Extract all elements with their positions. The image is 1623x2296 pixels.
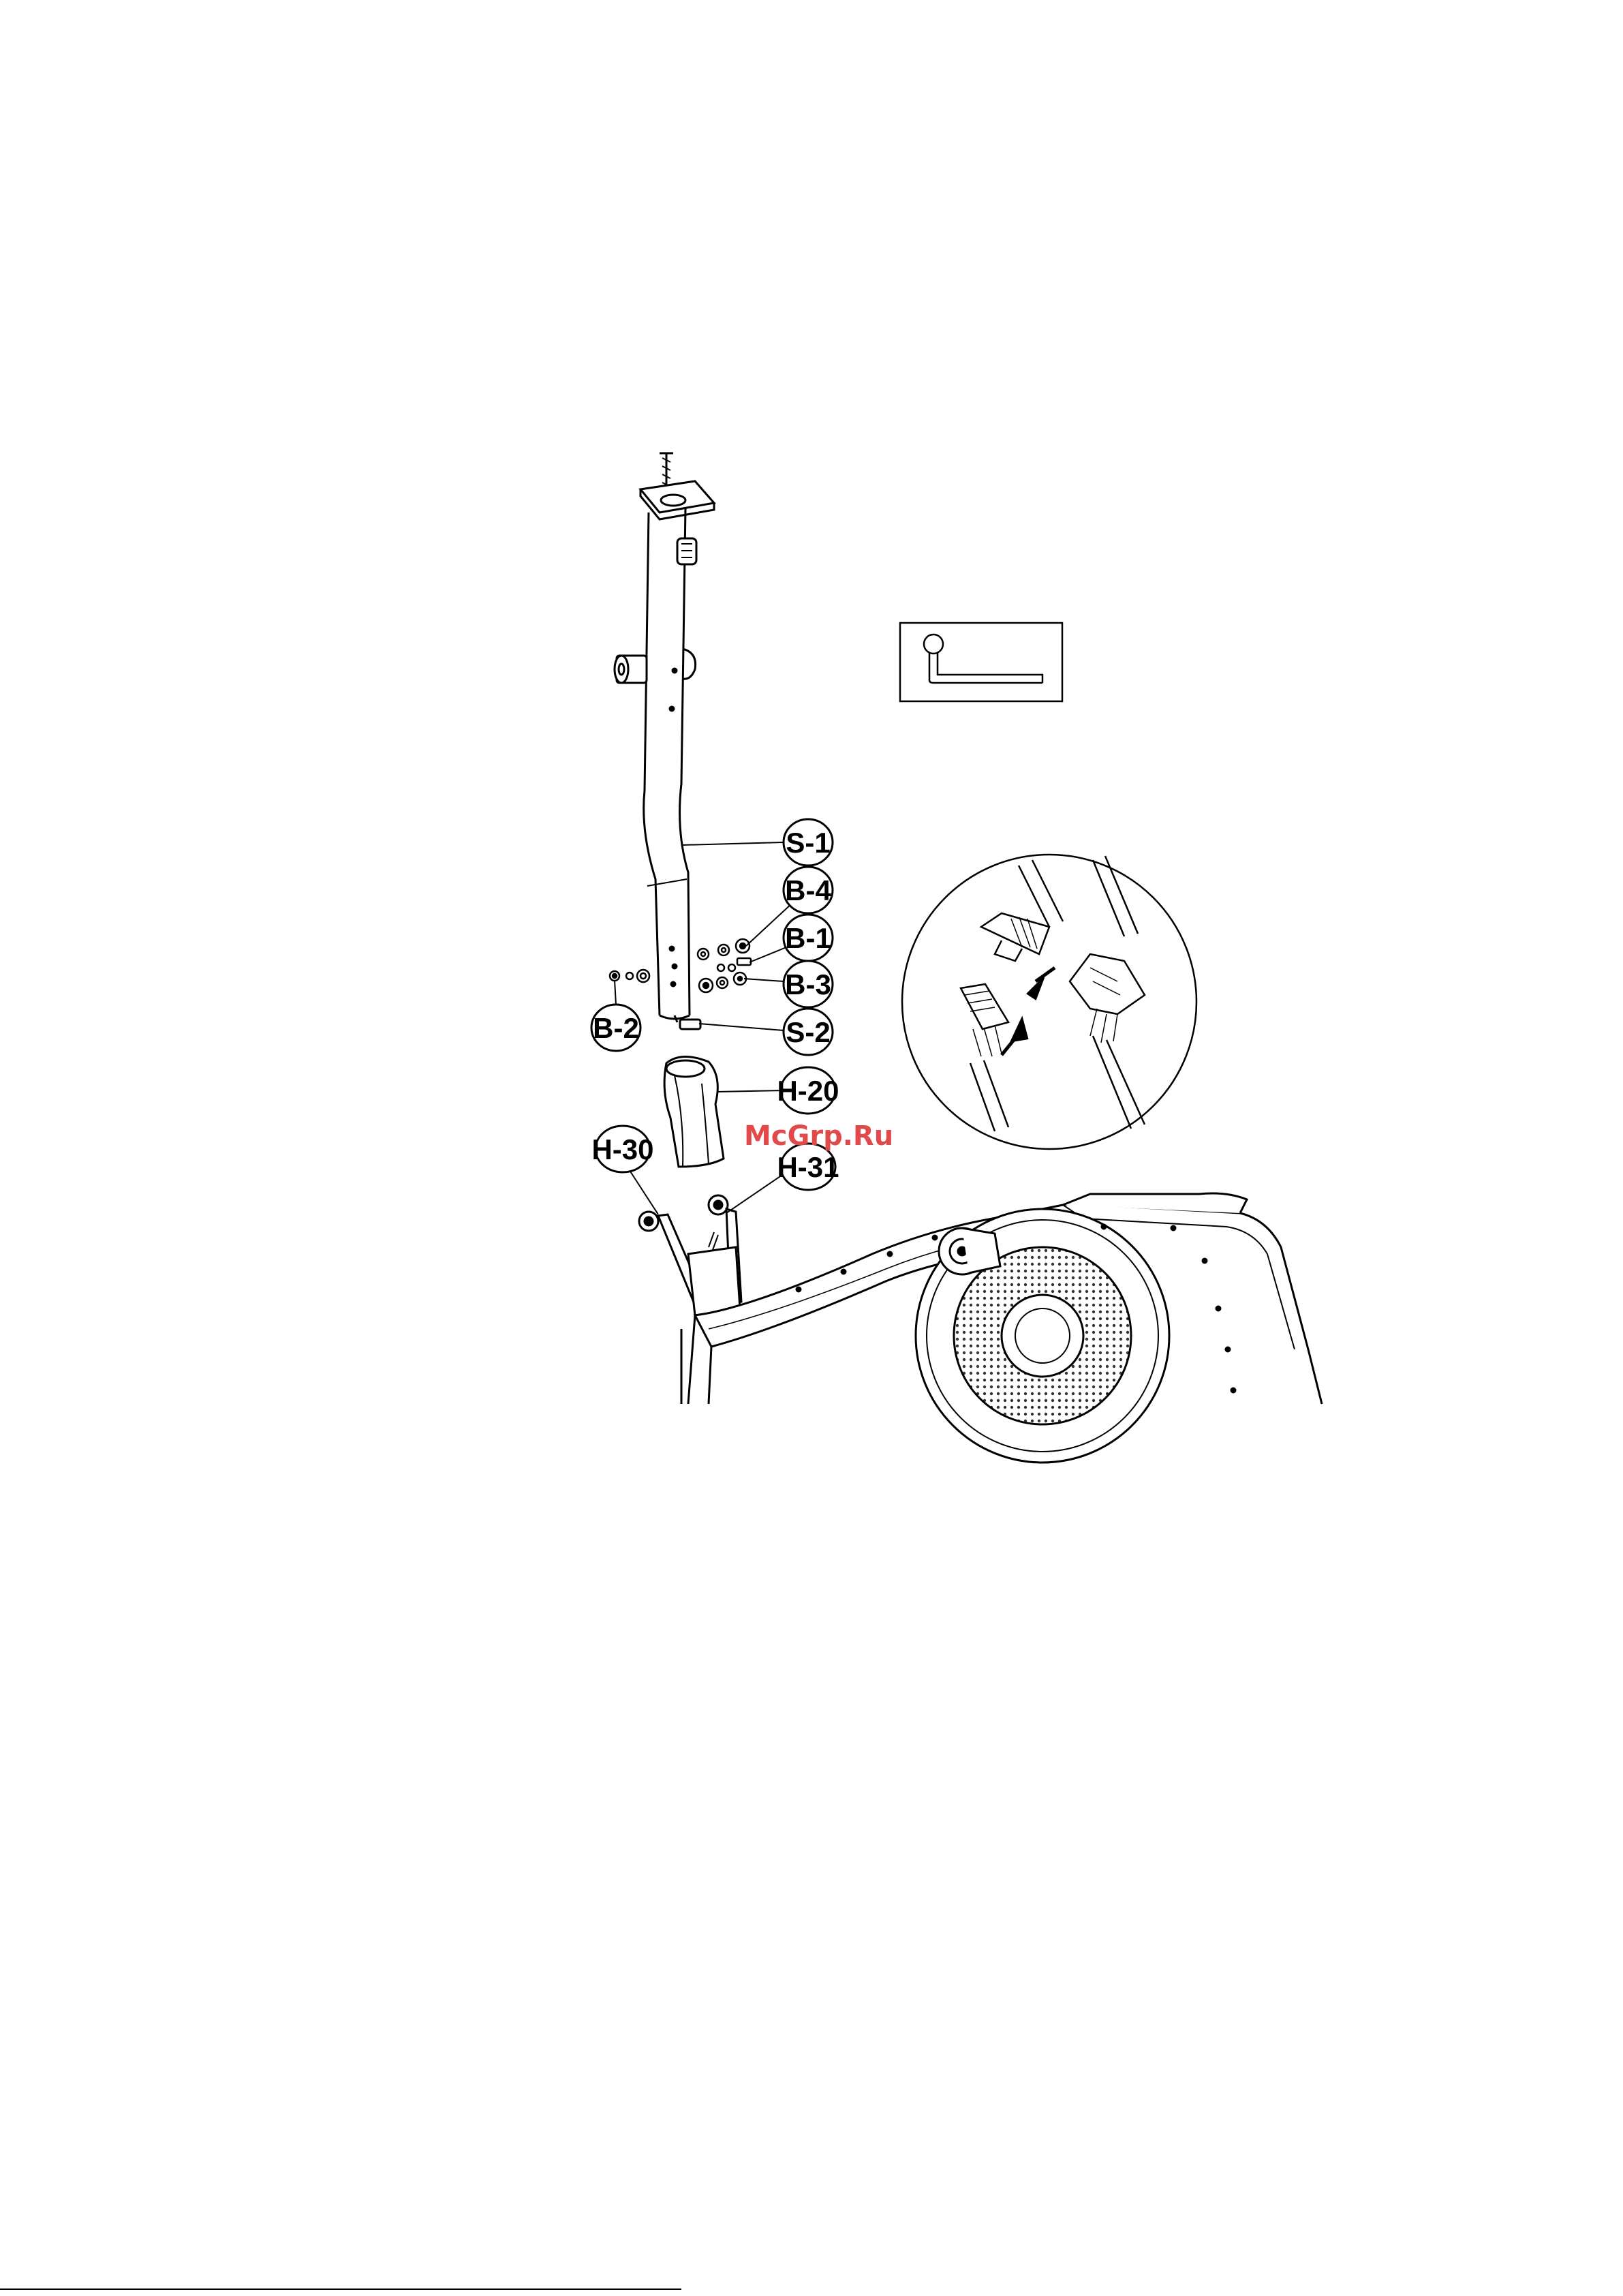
watermark: McGrp.Ru [744,1120,893,1152]
callout-b4: B-4 [784,867,833,913]
callout-b1-label: B-1 [785,922,831,954]
upright-post [615,453,714,1029]
callout-s1: S-1 [784,819,833,866]
callout-h30: H-30 [591,1126,653,1172]
callout-b2: B-2 [591,1005,640,1051]
cable-connector-icon [902,855,1196,1149]
allen-key-icon [900,623,1062,701]
callout-b2-label: B-2 [593,1012,639,1044]
callout-h30-label: H-30 [591,1133,653,1165]
callout-s2: S-2 [784,1009,833,1055]
footer-rule [0,2289,681,2290]
post-cover [664,1056,724,1167]
callout-s2-label: S-2 [786,1016,830,1048]
callout-h31-label: H-31 [777,1151,839,1183]
callout-b3: B-3 [784,961,833,1007]
callout-b1: B-1 [784,915,833,961]
callout-b3-label: B-3 [785,968,831,1000]
callout-h20: H-20 [777,1067,839,1114]
callout-h20-label: H-20 [777,1075,839,1107]
hardware-bolts-washers [610,939,751,992]
frame-assembly [639,1193,1322,1463]
callout-s1-label: S-1 [786,827,830,859]
callout-b4-label: B-4 [785,874,831,906]
